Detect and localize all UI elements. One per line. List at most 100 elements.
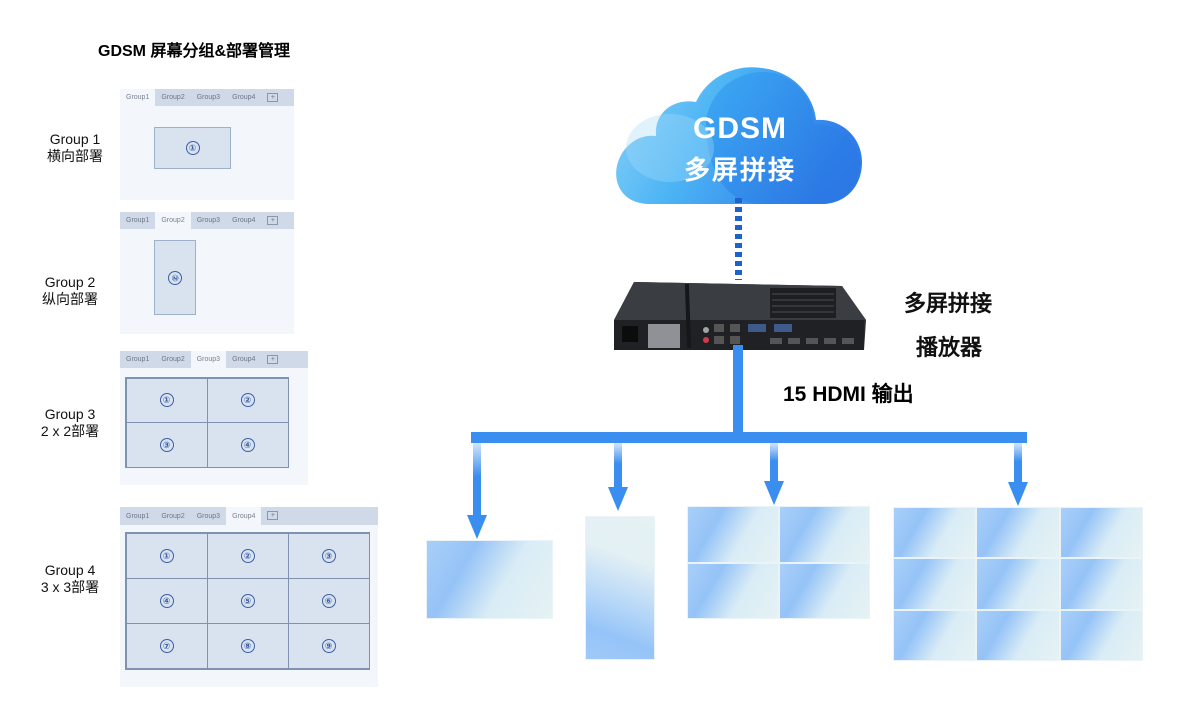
group-tabbar: Group1 Group2 Group3 Group4 +	[120, 351, 308, 368]
screen-tile[interactable]: ⑤	[206, 577, 289, 625]
display-screen	[1059, 609, 1143, 661]
group-4-label: Group 4 3 x 3部署	[30, 562, 110, 596]
screen-number: ①	[159, 393, 174, 408]
display-screen	[1059, 558, 1143, 610]
display-screen	[778, 562, 870, 619]
arrow-down-icon	[608, 443, 628, 513]
group-layout-desc: 横向部署	[47, 148, 103, 164]
add-tab-icon[interactable]: +	[267, 216, 279, 225]
screen-tile[interactable]: ③	[287, 532, 370, 579]
screen-tile[interactable]: ①	[125, 532, 208, 579]
arrow-down-icon	[764, 443, 784, 507]
screen-tile[interactable]: ⑥	[287, 577, 370, 625]
screen-tile[interactable]: ⑧	[206, 623, 289, 670]
screen-number: ⑧	[240, 639, 255, 654]
group-3-label: Group 3 2 x 2部署	[30, 406, 110, 440]
display-screen	[976, 609, 1060, 661]
screen-tile[interactable]: ⑦	[125, 623, 208, 670]
group-2-panel: Group1 Group2 Group3 Group4 + ②	[120, 212, 294, 334]
display-screen	[687, 562, 779, 619]
display-screen	[893, 558, 977, 610]
tab-group3[interactable]: Group3	[196, 512, 221, 520]
group-name: Group 1	[49, 131, 101, 147]
group-tabbar: Group1 Group2 Group3 Group4 +	[120, 212, 294, 229]
screen-tile[interactable]: ②	[154, 240, 196, 315]
media-player-device-icon	[610, 280, 868, 352]
group-layout-desc: 3 x 3部署	[40, 579, 100, 595]
tab-group2[interactable]: Group2	[161, 94, 185, 101]
tab-group1[interactable]: Group1	[126, 356, 150, 363]
group-2-label: Group 2 纵向部署	[30, 274, 110, 308]
tab-group1[interactable]: Group1	[126, 217, 150, 224]
screen-tile[interactable]: ②	[206, 532, 289, 579]
display-screen	[687, 506, 779, 563]
group-layout-desc: 2 x 2部署	[40, 423, 100, 439]
screen-number: ③	[321, 548, 336, 563]
display-screen	[976, 507, 1060, 559]
add-tab-icon[interactable]: +	[267, 511, 279, 520]
screen-number: ⑨	[321, 639, 336, 654]
screen-number: ①	[185, 141, 200, 155]
screen-tile[interactable]: ⑨	[287, 623, 370, 670]
group-1-panel: Group1 Group2 Group3 Group4 + ①	[120, 89, 294, 200]
device-label-line1: 多屏拼接	[904, 291, 993, 316]
group-4-panel: Group1 Group2 Group3 Group4 + ① ② ③ ④ ⑤ …	[120, 507, 378, 687]
section-title: GDSM 屏幕分组&部署管理	[98, 43, 291, 60]
display-screen	[585, 516, 655, 660]
hdmi-output-label: 15 HDMI 输出	[783, 383, 914, 406]
tab-group4[interactable]: Group4	[232, 217, 256, 224]
group-name: Group 2	[44, 274, 96, 290]
tab-group3[interactable]: Group3	[190, 351, 227, 368]
tab-group2[interactable]: Group2	[161, 356, 185, 363]
cloud-title: GDSM	[693, 112, 787, 145]
display-screen	[1059, 507, 1143, 559]
group-3-panel: Group1 Group2 Group3 Group4 + ① ② ③ ④	[120, 351, 308, 485]
tab-group2[interactable]: Group2	[161, 512, 185, 520]
group-name: Group 3	[44, 406, 96, 422]
screen-number: ②	[168, 270, 182, 285]
tab-group2[interactable]: Group2	[155, 212, 191, 229]
group-tabbar: Group1 Group2 Group3 Group4 +	[120, 507, 378, 525]
screen-number: ②	[240, 393, 255, 408]
screen-number: ⑥	[321, 593, 336, 608]
screen-tile[interactable]: ②	[206, 377, 289, 423]
screen-number: ③	[159, 437, 174, 452]
screen-number: ①	[159, 548, 174, 563]
cloud-subtitle: 多屏拼接	[683, 155, 796, 185]
tab-group3[interactable]: Group3	[196, 94, 221, 101]
tab-group4[interactable]: Group4	[232, 94, 256, 101]
display-wall-wall-2x2	[687, 506, 870, 619]
display-screen	[976, 558, 1060, 610]
display-screen	[893, 609, 977, 661]
tab-group4[interactable]: Group4	[226, 507, 262, 525]
tab-group1[interactable]: Group1	[126, 512, 150, 520]
display-screen	[778, 506, 870, 563]
group-1-label: Group 1 横向部署	[35, 131, 115, 165]
display-wall-single-portrait	[585, 516, 655, 660]
tab-group3[interactable]: Group3	[196, 217, 221, 224]
add-tab-icon[interactable]: +	[267, 93, 279, 102]
screen-tile[interactable]: ①	[125, 377, 208, 423]
tab-group1[interactable]: Group1	[120, 89, 156, 106]
screen-tile[interactable]: ④	[125, 577, 208, 625]
screen-tile[interactable]: ④	[206, 422, 289, 468]
screen-number: ⑦	[159, 639, 174, 654]
display-screen	[893, 507, 977, 559]
display-screen	[426, 540, 553, 619]
screen-tile[interactable]: ①	[154, 127, 231, 169]
output-bus-line	[471, 432, 1027, 443]
output-trunk-line	[733, 345, 743, 437]
group-name: Group 4	[44, 562, 96, 578]
screen-number: ⑤	[240, 593, 255, 608]
group-tabbar: Group1 Group2 Group3 Group4 +	[120, 89, 294, 106]
add-tab-icon[interactable]: +	[267, 355, 279, 364]
display-wall-wall-3x3	[893, 507, 1143, 661]
screen-grid-2x2: ① ② ③ ④	[125, 377, 289, 468]
tab-group4[interactable]: Group4	[232, 356, 256, 363]
screen-number: ④	[240, 437, 255, 452]
screen-grid-3x3: ① ② ③ ④ ⑤ ⑥ ⑦ ⑧ ⑨	[125, 532, 370, 670]
device-shape	[614, 282, 866, 350]
display-wall-single-landscape	[426, 540, 553, 619]
arrow-down-icon	[1008, 443, 1028, 507]
screen-tile[interactable]: ③	[125, 422, 208, 468]
